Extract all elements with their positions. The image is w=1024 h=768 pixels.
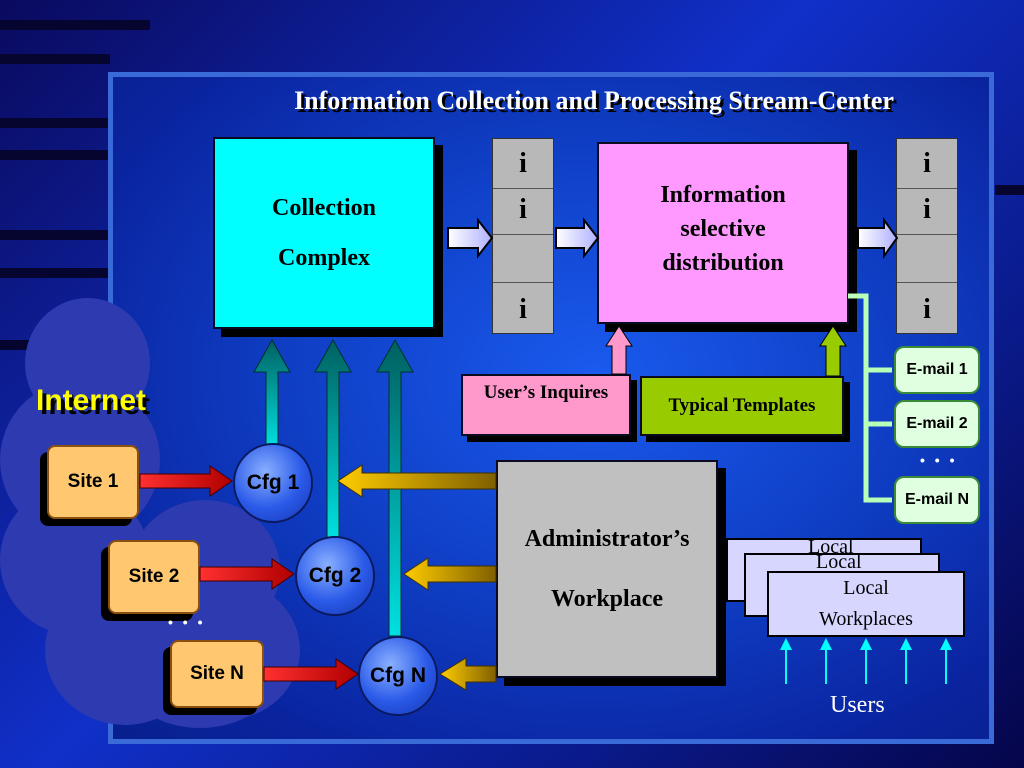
diagram-title: Information Collection and Processing St… xyxy=(294,86,894,115)
right-arrow-icon xyxy=(199,558,295,590)
users-label: Users xyxy=(830,692,885,718)
local-workplace-back-label: Local xyxy=(808,536,854,558)
local-workplace-front-line2: Workplaces xyxy=(819,608,913,630)
users-inquires-box: User’s Inquires xyxy=(461,374,631,436)
sites-ellipsis: • • • xyxy=(168,614,206,630)
right-arrow-icon xyxy=(447,217,494,259)
queue-cell-empty xyxy=(897,233,957,283)
internet-label: Internet xyxy=(36,384,147,417)
cfg-1: Cfg 1 xyxy=(233,443,313,523)
up-arrow-icon xyxy=(780,638,792,684)
local-workplace-front-line1: Local xyxy=(843,577,889,599)
bg-stripe xyxy=(0,230,110,240)
up-arrow-icon xyxy=(940,638,952,684)
queue-cell: i xyxy=(493,139,553,189)
site-1: Site 1 xyxy=(47,445,139,519)
bg-stripe xyxy=(0,54,110,64)
collection-complex-line1: Collection xyxy=(272,195,376,221)
info-distribution-line3: distribution xyxy=(662,250,784,276)
email-2: E-mail 2 xyxy=(894,400,980,448)
left-arrow-icon xyxy=(439,657,497,691)
admin-workplace-line2: Workplace xyxy=(551,586,663,612)
bg-stripe xyxy=(0,20,150,30)
left-arrow-icon xyxy=(403,557,497,591)
site-2: Site 2 xyxy=(108,540,200,614)
right-arrow-icon xyxy=(139,465,233,497)
queue-cell: i xyxy=(897,185,957,235)
up-arrow-icon xyxy=(819,325,847,377)
admin-workplace-box: Administrator’s Workplace xyxy=(496,460,718,678)
up-arrow-icon xyxy=(820,638,832,684)
up-arrow-icon xyxy=(605,325,633,375)
right-arrow-icon xyxy=(857,216,899,260)
queue-cell: i xyxy=(923,294,931,325)
local-workplace-front: Local Workplaces xyxy=(767,571,965,637)
admin-workplace-line1: Administrator’s xyxy=(524,526,690,552)
queue-cell: i xyxy=(493,185,553,235)
collection-complex-box: Collection Complex xyxy=(213,137,435,329)
bg-stripe xyxy=(995,185,1024,195)
local-workplace-middle-label: Local xyxy=(816,551,862,573)
right-arrow-icon xyxy=(263,658,359,690)
email-1: E-mail 1 xyxy=(894,346,980,394)
bg-stripe xyxy=(0,150,110,160)
up-arrow-icon xyxy=(314,338,352,538)
site-n: Site N xyxy=(170,640,264,708)
bg-stripe xyxy=(0,118,110,128)
up-arrow-icon xyxy=(253,338,291,448)
queue-cell: i xyxy=(897,139,957,189)
left-arrow-icon xyxy=(337,464,497,498)
email-n: E-mail N xyxy=(894,476,980,524)
email-connector xyxy=(848,293,892,503)
queue-1: i i i xyxy=(492,138,554,334)
queue-cell-empty xyxy=(493,233,553,283)
collection-complex-line2: Complex xyxy=(278,245,370,271)
right-arrow-icon xyxy=(555,217,600,259)
info-distribution-line2: selective xyxy=(680,216,766,242)
up-arrow-icon xyxy=(860,638,872,684)
queue-2: i i i xyxy=(896,138,958,334)
queue-cell: i xyxy=(519,294,527,325)
up-arrow-icon xyxy=(900,638,912,684)
bg-stripe xyxy=(0,268,110,278)
info-distribution-box: Information selective distribution xyxy=(597,142,849,324)
cfg-2: Cfg 2 xyxy=(295,536,375,616)
email-ellipsis: • • • xyxy=(920,452,958,468)
cfg-n: Cfg N xyxy=(358,636,438,716)
info-distribution-line1: Information xyxy=(660,182,786,208)
typical-templates-box: Typical Templates xyxy=(640,376,844,436)
